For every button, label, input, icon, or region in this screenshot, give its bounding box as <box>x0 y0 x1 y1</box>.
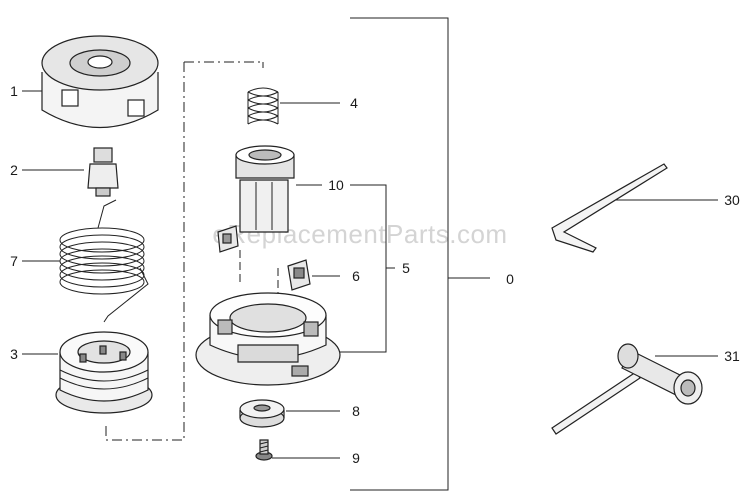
callout-6: 6 <box>352 268 360 284</box>
part-31-wrench <box>551 343 703 435</box>
callout-8: 8 <box>352 403 360 419</box>
callout-3: 3 <box>10 346 18 362</box>
callout-9: 9 <box>352 450 360 466</box>
part-2-eyelet <box>87 147 119 197</box>
part-5-housing <box>195 292 341 386</box>
callout-10: 10 <box>328 177 344 193</box>
assembly-dash-outline <box>105 61 264 441</box>
callout-30: 30 <box>724 192 740 208</box>
part-9-screw <box>255 439 273 461</box>
part-6-clip <box>287 259 311 291</box>
part-10-adapter <box>235 145 295 233</box>
part-30-hex-key <box>551 163 668 253</box>
bracket-5 <box>330 184 395 353</box>
clip-left <box>217 225 239 253</box>
part-8-knob <box>239 399 285 428</box>
callout-7: 7 <box>10 253 18 269</box>
part-7-line-coil <box>59 199 149 323</box>
callout-31: 31 <box>724 348 740 364</box>
part-3-spool <box>55 331 153 414</box>
callout-1: 1 <box>10 83 18 99</box>
callout-2: 2 <box>10 162 18 178</box>
callout-0: 0 <box>506 271 514 287</box>
part-1-cover <box>41 35 159 129</box>
callout-4: 4 <box>350 95 358 111</box>
callout-5: 5 <box>402 260 410 276</box>
bracket-0 <box>350 17 490 491</box>
part-4-spring <box>247 87 279 125</box>
